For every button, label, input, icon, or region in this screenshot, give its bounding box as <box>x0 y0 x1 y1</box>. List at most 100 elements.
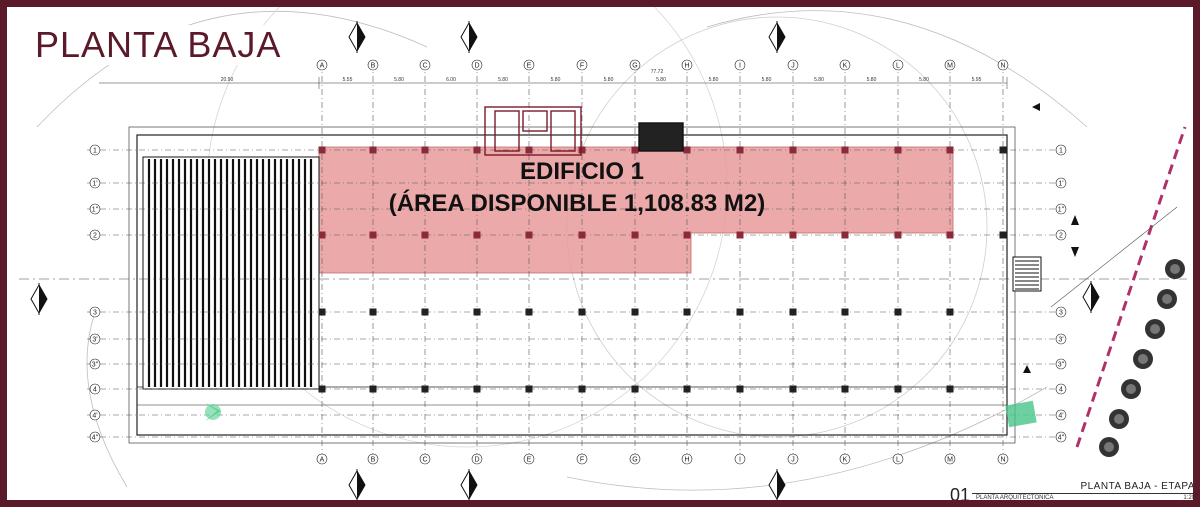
svg-text:L: L <box>896 63 900 70</box>
structural-column <box>421 146 429 154</box>
svg-text:G: G <box>632 63 637 70</box>
overall-dimension: 77.72 <box>651 69 664 75</box>
svg-text:2: 2 <box>93 233 97 240</box>
column-label-f: F <box>576 59 588 71</box>
structural-column <box>946 231 954 239</box>
span-dimension: 5.80 <box>551 77 561 83</box>
structural-column <box>789 146 797 154</box>
svg-text:M: M <box>947 457 953 464</box>
row-label: 4' <box>89 409 101 421</box>
row-label: 4 <box>89 383 101 395</box>
structural-column <box>525 231 533 239</box>
svg-text:B: B <box>371 63 376 70</box>
svg-text:3'': 3'' <box>1058 362 1065 369</box>
title-underline <box>972 493 1193 494</box>
svg-text:L: L <box>896 457 900 464</box>
drawing-scale: 1:20 <box>1183 495 1195 501</box>
structural-column <box>369 385 377 393</box>
column-label-g: G <box>629 453 641 465</box>
row-label: 3' <box>89 333 101 345</box>
structural-column <box>473 308 481 316</box>
top-stair-core <box>484 106 582 156</box>
column-label-e: E <box>523 59 535 71</box>
structural-column <box>421 231 429 239</box>
svg-text:I: I <box>739 63 741 70</box>
svg-text:C: C <box>422 63 427 70</box>
row-label: 1 <box>89 144 101 156</box>
structural-column <box>999 231 1007 239</box>
svg-text:D: D <box>474 63 479 70</box>
structural-column <box>631 308 639 316</box>
structural-column <box>369 308 377 316</box>
structural-column <box>578 146 586 154</box>
svg-text:4'': 4'' <box>1058 435 1065 442</box>
structural-column <box>421 308 429 316</box>
structural-column <box>894 231 902 239</box>
available-area-label: (ÁREA DISPONIBLE 1,108.83 M2) <box>389 189 766 217</box>
section-marker <box>460 21 478 53</box>
column-label-c: C <box>419 59 431 71</box>
structural-column <box>683 146 691 154</box>
svg-text:4: 4 <box>1059 387 1063 394</box>
column-label-d: D <box>471 453 483 465</box>
column-label-b: B <box>367 59 379 71</box>
column-label-n: N <box>997 59 1009 71</box>
structural-column <box>946 146 954 154</box>
span-dimension: 5.80 <box>604 77 614 83</box>
structural-column <box>369 146 377 154</box>
row-label: 3 <box>1055 306 1067 318</box>
structural-columns <box>318 146 1007 393</box>
structural-column <box>525 308 533 316</box>
top-stair-right <box>638 122 684 152</box>
svg-text:A: A <box>320 457 325 464</box>
row-label: 4' <box>1055 409 1067 421</box>
section-marker <box>348 21 366 53</box>
tree-symbol <box>1099 437 1119 457</box>
structural-column <box>789 385 797 393</box>
row-label: 1'' <box>89 203 101 215</box>
tree-symbol <box>1157 289 1177 309</box>
sheet-title: PLANTA BAJA <box>29 25 288 65</box>
section-marker <box>30 283 48 315</box>
structural-column <box>841 308 849 316</box>
span-dimension: 5.80 <box>867 77 877 83</box>
tree-symbol <box>1121 379 1141 399</box>
row-label: 1'' <box>1055 203 1067 215</box>
svg-text:F: F <box>580 63 584 70</box>
structural-column <box>473 385 481 393</box>
row-label: 2 <box>89 229 101 241</box>
structural-column <box>894 146 902 154</box>
structural-column <box>736 146 744 154</box>
trees <box>1099 259 1185 457</box>
tree-symbol <box>1145 319 1165 339</box>
structural-column <box>421 385 429 393</box>
column-label-n: N <box>997 453 1009 465</box>
svg-text:F: F <box>580 457 584 464</box>
row-label: 4'' <box>89 431 101 443</box>
column-label-a: A <box>316 59 328 71</box>
structural-column <box>318 146 326 154</box>
span-dimension: 6.00 <box>446 77 456 83</box>
column-label-m: M <box>944 59 956 71</box>
column-label-i: I <box>734 453 746 465</box>
section-marker <box>1082 281 1100 313</box>
column-label-k: K <box>839 59 851 71</box>
span-dimension: 5.80 <box>656 77 666 83</box>
column-label-g: G <box>629 59 641 71</box>
building-label: EDIFICIO 1 <box>520 158 644 185</box>
structural-column <box>736 385 744 393</box>
section-marker <box>460 469 478 500</box>
structural-column <box>631 146 639 154</box>
dimension-line <box>99 77 1008 89</box>
svg-text:1: 1 <box>1059 148 1063 155</box>
structural-column <box>789 231 797 239</box>
structural-column <box>578 231 586 239</box>
structural-column <box>841 146 849 154</box>
svg-text:H: H <box>684 457 689 464</box>
column-label-b: B <box>367 453 379 465</box>
structural-column <box>894 308 902 316</box>
